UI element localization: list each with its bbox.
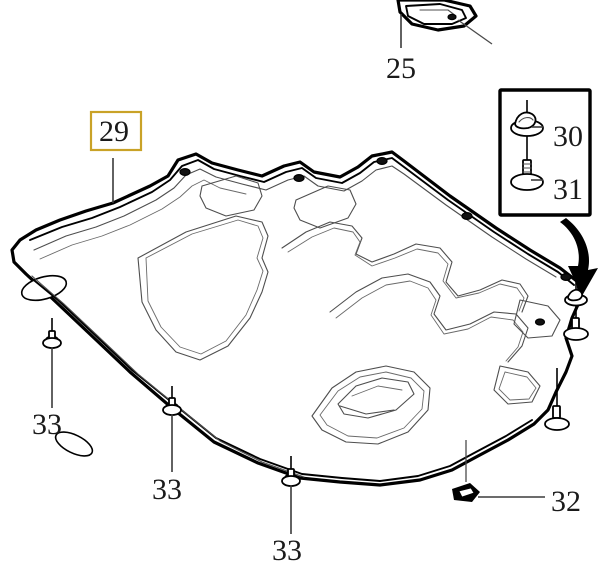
fastener-30-illustration	[510, 100, 544, 172]
mount-hole-right-inner	[534, 318, 546, 326]
undertray-panel	[10, 150, 582, 487]
callout-label-33-center: 33	[272, 534, 302, 567]
callout-label-25: 25	[386, 52, 416, 85]
edge-clip-32	[452, 440, 480, 502]
mount-hole-rail-1	[461, 212, 473, 221]
callout-label-33-midleft: 33	[152, 473, 182, 506]
fastener-detail-inset	[498, 88, 598, 296]
inset-arrow-icon	[560, 218, 598, 296]
mount-hole-rail-2	[560, 273, 572, 282]
callout-label-29: 29	[99, 115, 129, 148]
callout-label-30: 30	[553, 120, 583, 153]
lower-oval-hole	[54, 431, 94, 457]
component-25	[396, 0, 493, 45]
callout-29-highlight-box	[89, 110, 143, 152]
fastener-31-illustration	[510, 159, 544, 191]
callout-label-31: 31	[553, 173, 583, 206]
mount-hole-upper-right	[376, 157, 388, 166]
right-exploded-fasteners	[544, 268, 589, 431]
fastener-33-symbols	[42, 318, 301, 487]
callout-label-32: 32	[551, 485, 581, 518]
component-25-tick	[457, 19, 493, 45]
callout-label-33-left: 33	[32, 408, 62, 441]
mount-hole-upper-mid	[293, 174, 305, 183]
component-25-hole	[447, 13, 457, 21]
mount-hole-upper-left	[179, 168, 191, 177]
